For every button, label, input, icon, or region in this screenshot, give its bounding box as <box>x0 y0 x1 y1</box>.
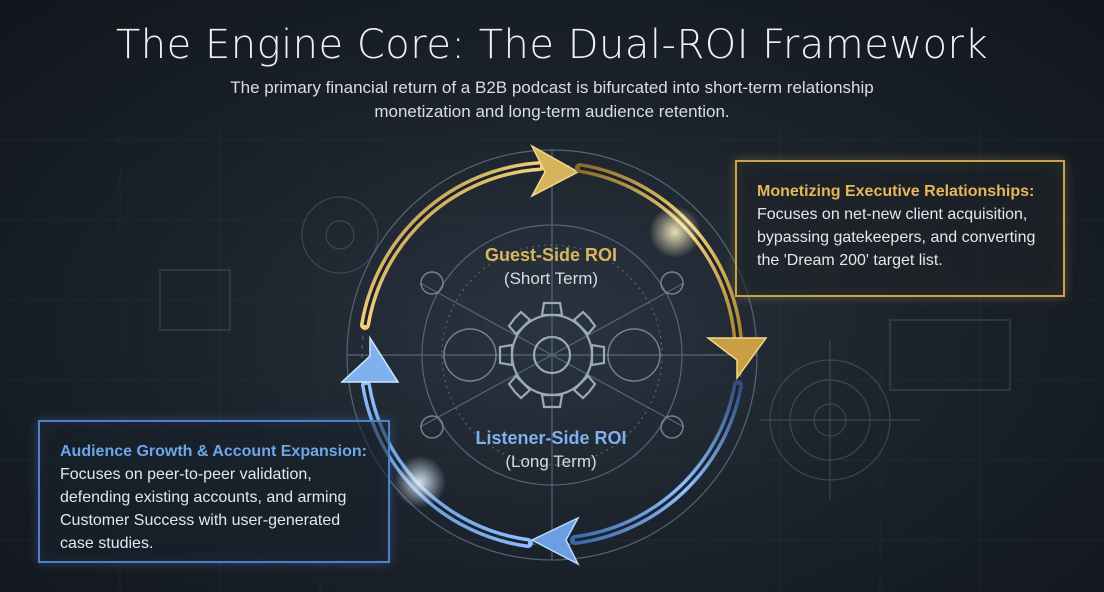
page-title: The Engine Core: The Dual-ROI Framework <box>115 22 989 68</box>
left-gear-outline <box>301 196 379 274</box>
listener-side-term: (Long Term) <box>505 452 597 471</box>
guest-side-label: Guest-Side ROI (Short Term) <box>431 245 671 289</box>
gear-icon <box>498 301 606 409</box>
guest-side-title: Guest-Side ROI <box>484 245 618 265</box>
guest-side-term: (Short Term) <box>503 269 599 288</box>
callout-audience-growth: Audience Growth & Account Expansion: Foc… <box>38 420 390 563</box>
callout-executive-relationships: Monetizing Executive Relationships: Focu… <box>735 160 1065 297</box>
page-subtitle: The primary financial return of a B2B po… <box>230 78 874 121</box>
gold-cycle-arrow <box>360 144 768 381</box>
listener-side-title: Listener-Side ROI <box>475 428 627 448</box>
listener-side-label: Listener-Side ROI (Long Term) <box>431 428 671 472</box>
callout-executive-body: Focuses on net-new client acquisition, b… <box>757 206 1036 269</box>
callout-audience-heading: Audience Growth & Account Expansion: <box>60 443 367 460</box>
callout-executive-heading: Monetizing Executive Relationships: <box>757 183 1035 200</box>
blue-cycle-arrow <box>340 335 743 566</box>
callout-audience-body: Focuses on peer-to-peer validation, defe… <box>60 466 347 552</box>
